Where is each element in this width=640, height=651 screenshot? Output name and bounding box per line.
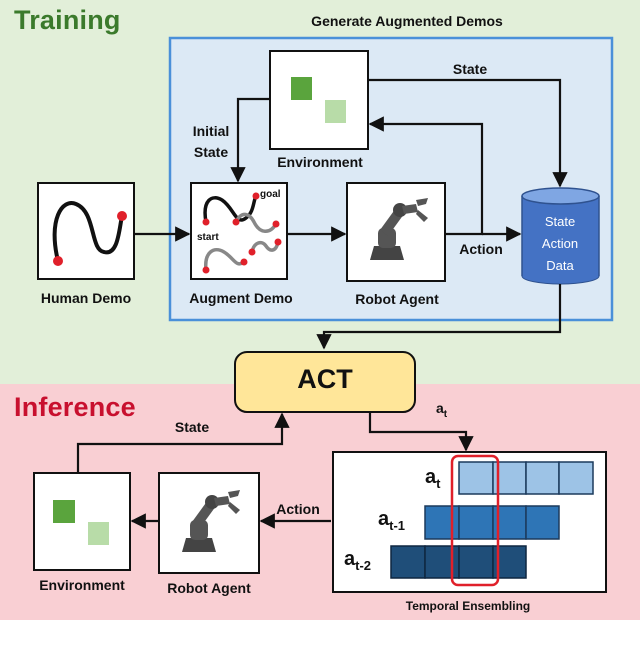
state-action-database	[521, 187, 600, 285]
augment-demo-label: Augment Demo	[189, 290, 293, 306]
chunk-label-t-2: at-2	[344, 548, 372, 573]
robot-arm-icon	[182, 490, 240, 552]
training-arrows	[134, 78, 568, 350]
act-output-label: at	[436, 400, 448, 420]
environment-box-inference	[33, 472, 131, 571]
env-light-square	[325, 100, 346, 123]
arrow-env-initial-state	[230, 97, 270, 183]
state-arrow-label: State	[452, 61, 488, 77]
env-dark-square	[291, 77, 312, 100]
environment-label-inference: Environment	[39, 577, 125, 593]
inference-state-label: State	[174, 419, 210, 435]
ensemble-highlight-column	[450, 454, 500, 587]
augmented-trajectory-3	[204, 248, 246, 272]
chunk-cell	[525, 505, 560, 540]
human-demo-box	[37, 182, 135, 280]
arrow-db-to-act	[316, 284, 562, 350]
environment-label-training: Environment	[277, 154, 363, 170]
inference-arrows	[76, 412, 474, 529]
robot-agent-label-inference: Robot Agent	[167, 580, 251, 596]
augmented-trajectory-1	[203, 194, 258, 224]
chunk-cell	[458, 545, 494, 579]
robot-agent-label-training: Robot Agent	[355, 291, 439, 307]
temporal-ensembling-label: Temporal Ensembling	[405, 599, 531, 613]
arrow-action-to-env	[368, 116, 484, 236]
trajectory-start-dot	[53, 256, 63, 266]
chunk-cell	[458, 461, 494, 495]
inference-title: Inference	[14, 392, 136, 422]
training-title: Training	[14, 5, 121, 35]
augmented-trajectory-4	[250, 240, 280, 254]
trajectory-end-dot	[117, 211, 127, 221]
chunk-row-t-1	[424, 505, 560, 540]
initial-state-label-line2: State	[193, 144, 229, 160]
database-label-line1: State	[544, 214, 576, 229]
action-arrow-label: Action	[459, 241, 503, 257]
augment-demo-box	[190, 182, 288, 280]
chunk-cell	[525, 461, 560, 495]
arrow-act-to-ensemble	[368, 412, 474, 452]
arrow-state-to-db	[368, 78, 568, 188]
chunk-cell	[458, 505, 494, 540]
goal-label: goal	[260, 189, 281, 200]
initial-state-label-line1: Initial	[192, 123, 230, 139]
database-label-line2: Action	[541, 236, 579, 251]
robot-agent-box-training	[346, 182, 446, 282]
environment-box-training	[269, 50, 369, 150]
chunk-label-t-1: at-1	[378, 508, 406, 533]
chunk-label-t: at	[425, 466, 441, 491]
chunk-cell	[390, 545, 426, 579]
chunk-row-t-2	[390, 545, 527, 579]
inference-action-label: Action	[276, 501, 320, 517]
start-label: start	[197, 232, 219, 243]
database-label-line3: Data	[546, 258, 574, 273]
env-light-square	[88, 522, 109, 545]
act-box	[234, 351, 416, 413]
robot-agent-box-inference	[158, 472, 260, 574]
robot-arm-icon	[370, 198, 428, 260]
human-demo-trajectory	[52, 201, 124, 263]
augmented-trajectory-2	[234, 212, 278, 233]
act-label: ACT	[297, 364, 353, 394]
env-dark-square	[53, 500, 75, 523]
chunk-row-t	[458, 461, 594, 495]
chunk-cell	[424, 545, 460, 579]
chunk-cell	[424, 505, 460, 540]
arrow-env-state-to-act	[76, 412, 290, 473]
panel-title: Generate Augmented Demos	[311, 13, 503, 29]
chunk-cell	[558, 461, 594, 495]
human-demo-label: Human Demo	[40, 290, 132, 306]
